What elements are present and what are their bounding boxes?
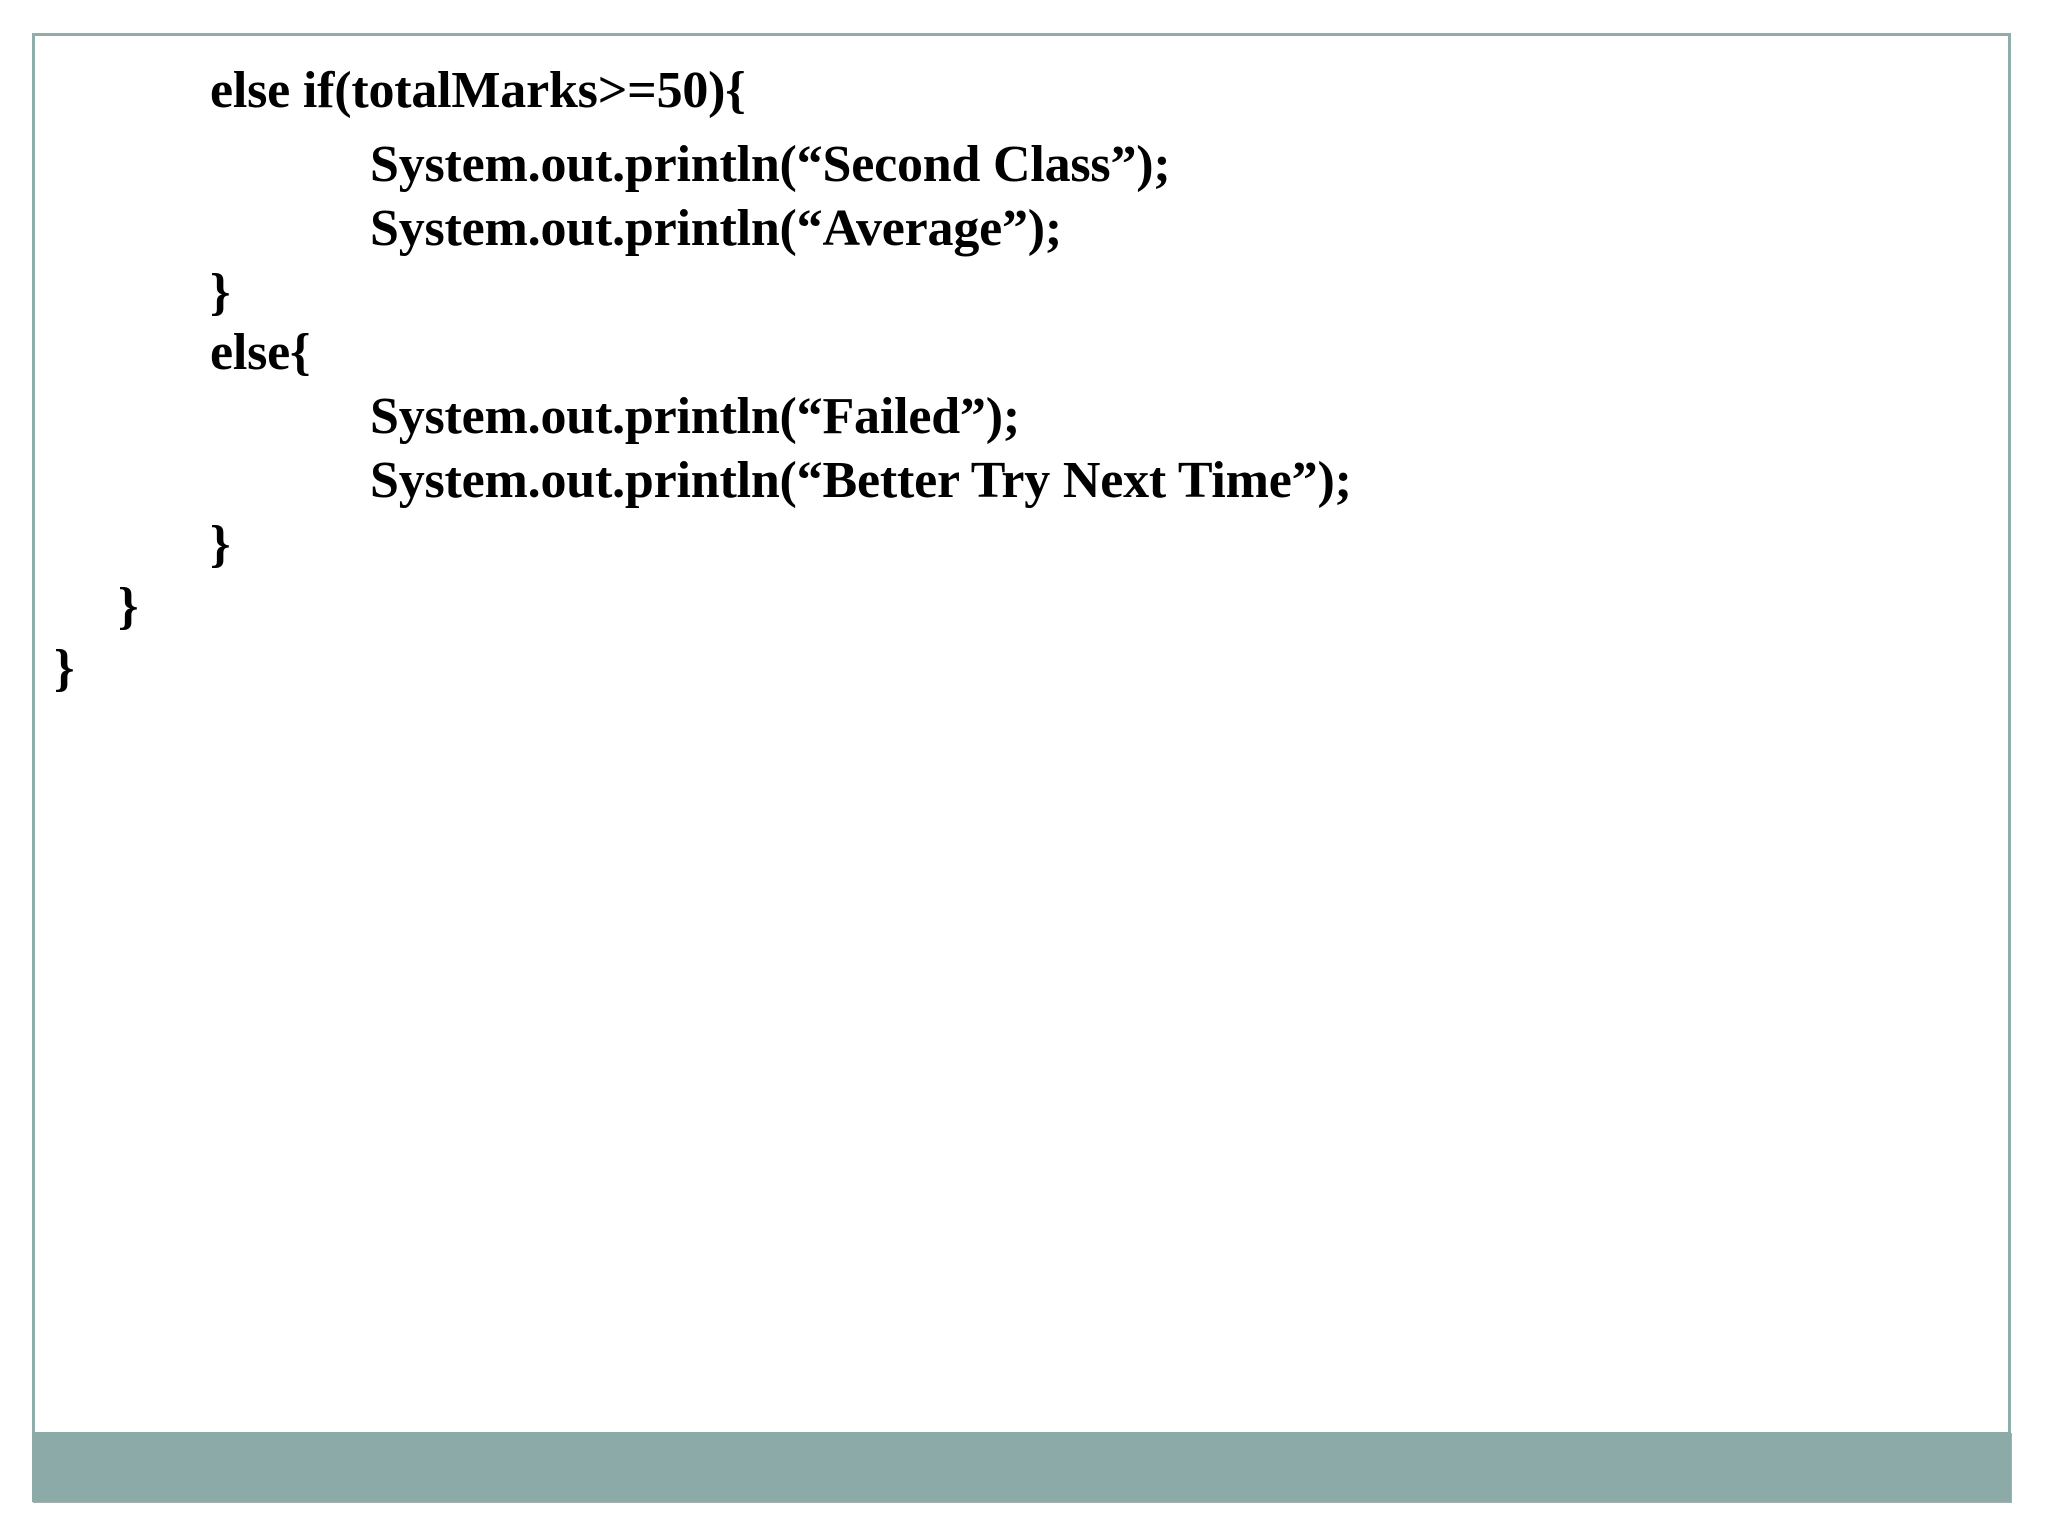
code-line-else-open: else{: [210, 324, 311, 381]
code-line-close-brace-3: }: [118, 578, 139, 635]
code-line-println-better-try-next-time: System.out.println(“Better Try Next Time…: [370, 452, 1352, 509]
code-line-println-second-class: System.out.println(“Second Class”);: [370, 136, 1171, 193]
code-line-close-brace-2: }: [210, 516, 231, 573]
slide-content-body: else if(totalMarks>=50){ System.out.prin…: [32, 33, 2011, 1432]
code-line-println-average: System.out.println(“Average”);: [370, 200, 1063, 257]
code-line-else-if: else if(totalMarks>=50){: [210, 62, 746, 119]
code-line-println-failed: System.out.println(“Failed”);: [370, 388, 1020, 445]
code-line-close-brace-1: }: [210, 264, 231, 321]
code-line-close-brace-4: }: [54, 640, 75, 697]
slide-footer-band: [32, 1432, 2011, 1502]
